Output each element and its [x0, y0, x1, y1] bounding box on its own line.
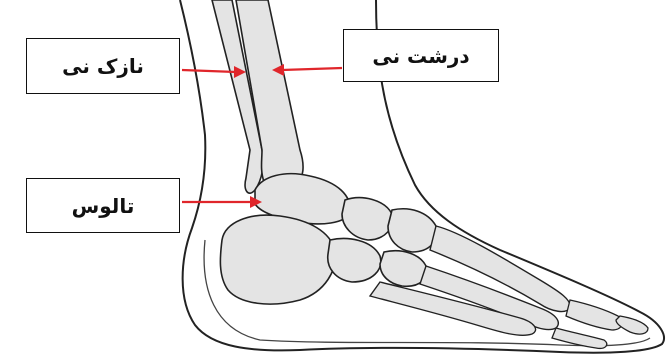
tibia-label-text: درشت نی	[372, 44, 469, 68]
navicular-bone	[342, 198, 393, 240]
fibula-label: نازک نی	[26, 38, 180, 94]
cuneiform-bone	[380, 251, 427, 286]
arrow-talus	[182, 196, 262, 208]
talus-label: تالوس	[26, 178, 180, 233]
talus-label-text: تالوس	[72, 194, 135, 218]
calcaneus-bone	[220, 215, 335, 304]
arrow-fibula	[182, 66, 246, 78]
phalanx-bone	[566, 300, 622, 330]
fibula-label-text: نازک نی	[62, 54, 144, 78]
phalanx-bone	[616, 316, 648, 334]
arrow-tibia	[272, 64, 342, 76]
tibia-label: درشت نی	[343, 29, 499, 82]
cuboid-bone	[328, 239, 381, 282]
cuneiform-bone	[388, 209, 437, 252]
